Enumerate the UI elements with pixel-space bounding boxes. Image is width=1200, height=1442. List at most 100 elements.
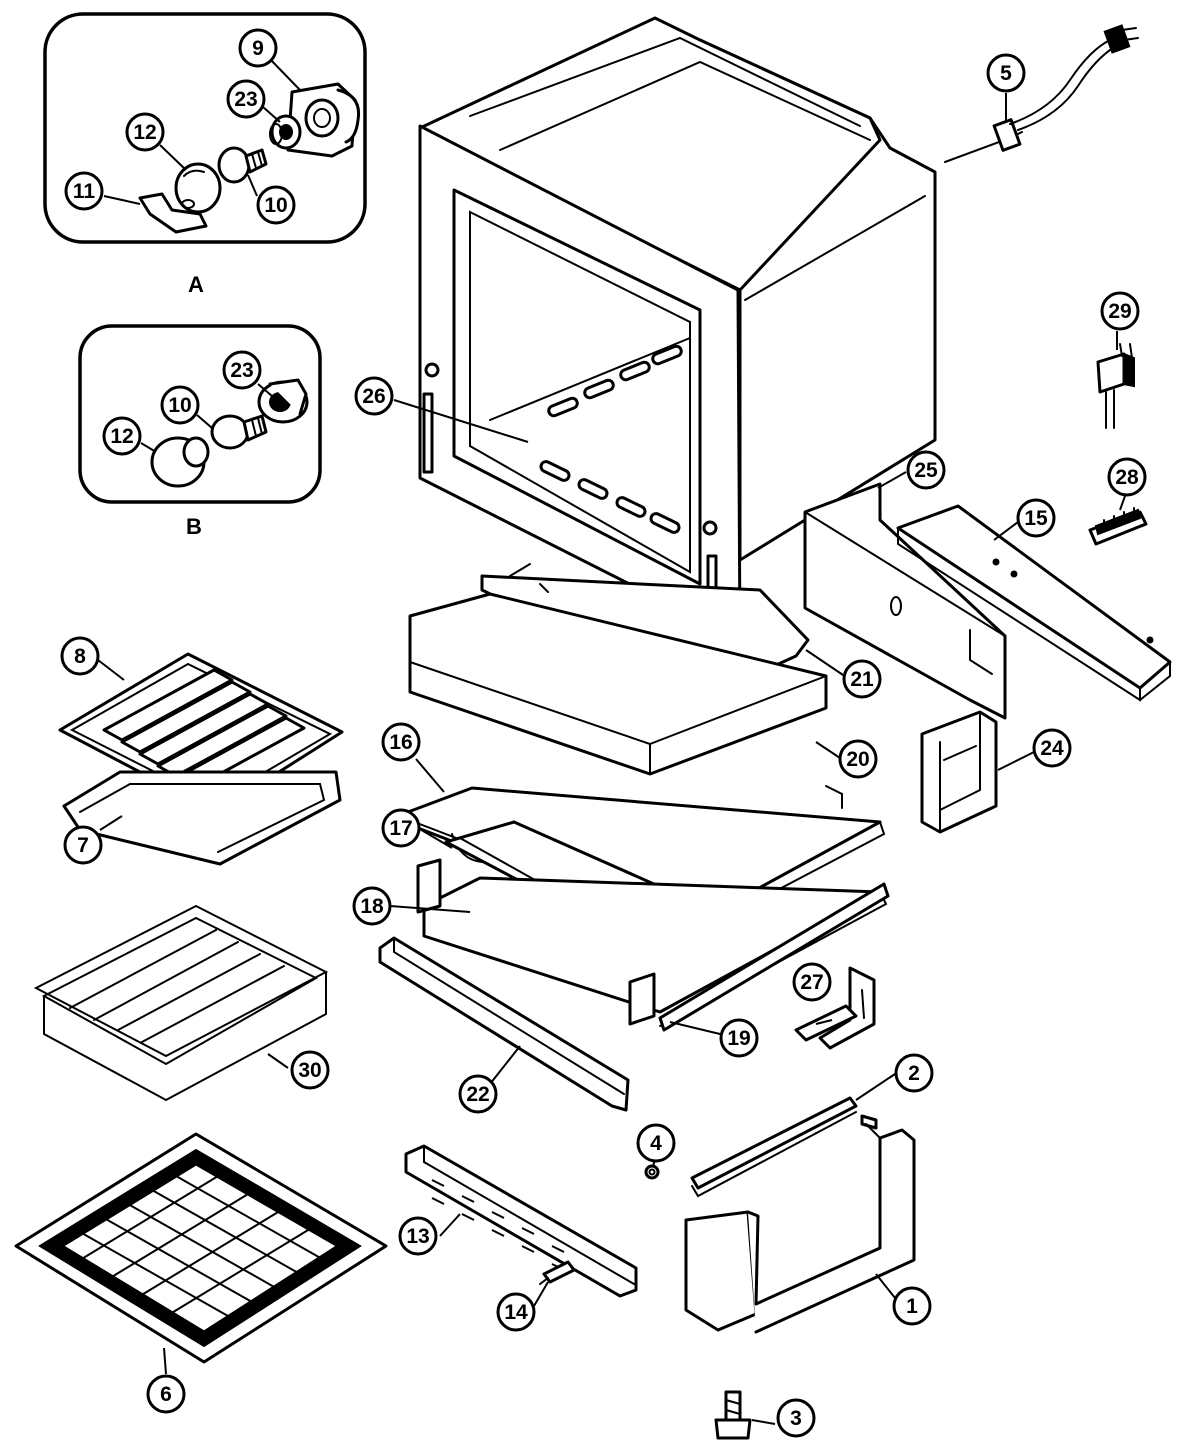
callout-12-a: 12 (125, 112, 165, 152)
callout-10-a: 10 (256, 185, 296, 225)
svg-text:29: 29 (1108, 300, 1131, 323)
nut-part (644, 1164, 660, 1180)
svg-text:30: 30 (298, 1059, 321, 1082)
callout-23-b: 23 (222, 350, 262, 390)
callout-3: 3 (776, 1398, 816, 1438)
side-bracket-part (684, 1114, 916, 1334)
callout-5: 5 (986, 53, 1026, 93)
lamp-socket-part (286, 82, 361, 158)
svg-text:10: 10 (168, 394, 191, 417)
callout-6: 6 (146, 1374, 186, 1414)
svg-text:12: 12 (110, 425, 133, 448)
callout-20: 20 (838, 739, 878, 779)
svg-text:5: 5 (1000, 62, 1012, 85)
lens-gasket-part (138, 192, 208, 234)
lamp-gasket-part (269, 114, 302, 150)
lamp-socket-b-part (257, 378, 309, 424)
svg-text:19: 19 (727, 1027, 750, 1050)
cavity-vents (539, 344, 683, 534)
svg-text:28: 28 (1115, 466, 1139, 489)
svg-text:22: 22 (466, 1083, 489, 1106)
rear-panel-part (803, 482, 1007, 720)
callout-10-b: 10 (160, 385, 200, 425)
svg-text:7: 7 (77, 834, 89, 857)
svg-text:27: 27 (800, 971, 823, 994)
svg-text:3: 3 (790, 1407, 802, 1430)
svg-text:25: 25 (914, 459, 938, 482)
kick-panel-part (404, 1144, 638, 1298)
inset-a: A (43, 12, 367, 297)
svg-text:13: 13 (406, 1225, 429, 1248)
svg-text:17: 17 (389, 817, 412, 840)
callout-4: 4 (636, 1123, 676, 1163)
oven-rack-part (33, 904, 329, 1102)
callout-25: 25 (906, 450, 946, 490)
callout-21: 21 (842, 659, 882, 699)
callout-16: 16 (381, 722, 421, 762)
svg-text:20: 20 (846, 748, 869, 771)
leveling-leg-part (714, 1390, 752, 1440)
callout-28: 28 (1107, 457, 1147, 497)
svg-text:26: 26 (362, 385, 385, 408)
svg-text:6: 6 (160, 1383, 172, 1406)
callout-15: 15 (1016, 498, 1056, 538)
callout-23-a: 23 (226, 79, 266, 119)
broiler-ridges (102, 668, 306, 790)
front-trim-part (378, 936, 630, 1112)
callout-9: 9 (238, 28, 278, 68)
svg-text:10: 10 (264, 194, 287, 217)
callout-7: 7 (63, 825, 103, 865)
inset-label-b: B (186, 514, 202, 539)
callout-8: 8 (60, 636, 100, 676)
callout-1: 1 (892, 1286, 932, 1326)
svg-text:21: 21 (850, 668, 874, 691)
callout-14: 14 (496, 1292, 536, 1332)
inset-label-a: A (188, 272, 204, 297)
callout-2: 2 (894, 1053, 934, 1093)
svg-text:16: 16 (389, 731, 412, 754)
drawer-rail-part (658, 882, 890, 1032)
svg-text:14: 14 (504, 1301, 528, 1324)
bracket-part (920, 710, 998, 834)
svg-text:11: 11 (73, 180, 96, 203)
switch-part (1096, 343, 1135, 429)
oven-cavity-part (418, 16, 937, 642)
callout-17: 17 (381, 808, 421, 848)
broiler-pan-part (62, 770, 342, 866)
svg-text:15: 15 (1024, 507, 1048, 530)
callout-19: 19 (719, 1018, 759, 1058)
lamp-bulb-b-part (210, 414, 268, 450)
power-cord-part (944, 24, 1139, 163)
svg-text:8: 8 (74, 645, 86, 668)
callout-18: 18 (352, 886, 392, 926)
insulation-part (408, 592, 828, 776)
svg-text:18: 18 (360, 895, 384, 918)
callout-12-b: 12 (102, 416, 142, 456)
rear-rail-part (896, 504, 1172, 702)
svg-text:9: 9 (252, 37, 264, 60)
svg-text:4: 4 (650, 1132, 662, 1155)
lamp-bulb-part (217, 146, 268, 184)
svg-text:23: 23 (234, 88, 257, 111)
lamp-lens-b-part (150, 436, 210, 488)
callout-29: 29 (1100, 291, 1140, 331)
svg-text:1: 1 (906, 1295, 918, 1318)
terminal-block-part (1088, 507, 1148, 546)
callout-26: 26 (354, 376, 394, 416)
callout-24: 24 (1032, 728, 1072, 768)
svg-text:24: 24 (1040, 737, 1064, 760)
callout-30: 30 (290, 1050, 330, 1090)
callout-11: 11 (64, 171, 104, 211)
svg-text:23: 23 (230, 359, 253, 382)
svg-text:2: 2 (908, 1062, 920, 1085)
hinge-bracket-part (794, 966, 876, 1050)
lamp-lens-part (174, 162, 222, 214)
screw-14-part (539, 1260, 576, 1285)
support-rail-part (690, 1096, 858, 1198)
kick-panel-vents (431, 1179, 565, 1271)
callout-22: 22 (458, 1074, 498, 1114)
callout-13: 13 (398, 1216, 438, 1256)
svg-text:12: 12 (133, 121, 156, 144)
callout-27: 27 (792, 962, 832, 1002)
